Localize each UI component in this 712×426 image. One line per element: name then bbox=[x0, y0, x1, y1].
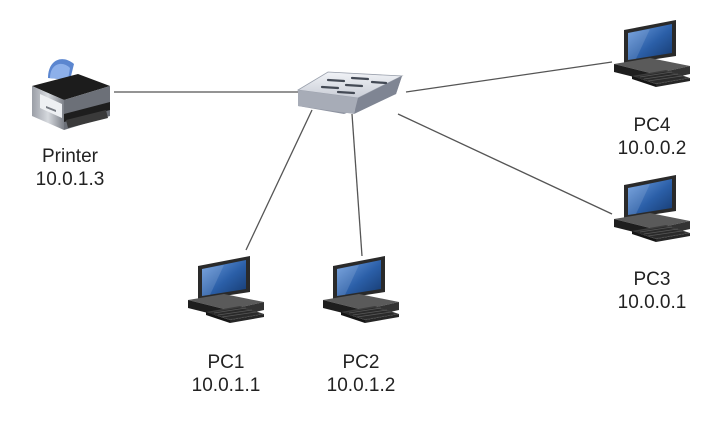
pc1-label: PC1 10.0.1.1 bbox=[192, 351, 261, 397]
printer-name: Printer bbox=[42, 146, 98, 167]
printer-ip: 10.0.1.3 bbox=[35, 169, 105, 190]
link-switch-pc2 bbox=[351, 113, 363, 257]
pc1-ip: 10.0.1.1 bbox=[191, 375, 261, 396]
pc3-name: PC3 bbox=[633, 269, 671, 290]
printer-icon[interactable] bbox=[32, 59, 110, 130]
link-switch-pc1 bbox=[245, 109, 313, 251]
pc2-ip: 10.0.1.2 bbox=[326, 375, 396, 396]
pc4-ip: 10.0.0.2 bbox=[617, 138, 687, 159]
pc1-icon[interactable] bbox=[187, 256, 265, 324]
pc1-name: PC1 bbox=[207, 352, 245, 373]
pc4-icon[interactable] bbox=[613, 20, 691, 88]
printer-label: Printer 10.0.1.3 bbox=[36, 145, 105, 191]
pc3-icon[interactable] bbox=[613, 175, 691, 243]
pc4-name: PC4 bbox=[633, 115, 671, 136]
pc4-label: PC4 10.0.0.2 bbox=[618, 114, 687, 160]
pc2-name: PC2 bbox=[342, 352, 380, 373]
link-switch-pc3 bbox=[397, 113, 613, 215]
pc3-label: PC3 10.0.0.1 bbox=[618, 268, 687, 314]
pc3-ip: 10.0.0.1 bbox=[617, 292, 687, 313]
link-switch-pc4 bbox=[405, 61, 613, 93]
pc2-icon[interactable] bbox=[322, 256, 400, 324]
network-switch-icon[interactable] bbox=[296, 71, 404, 114]
connection-lines bbox=[114, 61, 613, 257]
pc2-label: PC2 10.0.1.2 bbox=[327, 351, 396, 397]
